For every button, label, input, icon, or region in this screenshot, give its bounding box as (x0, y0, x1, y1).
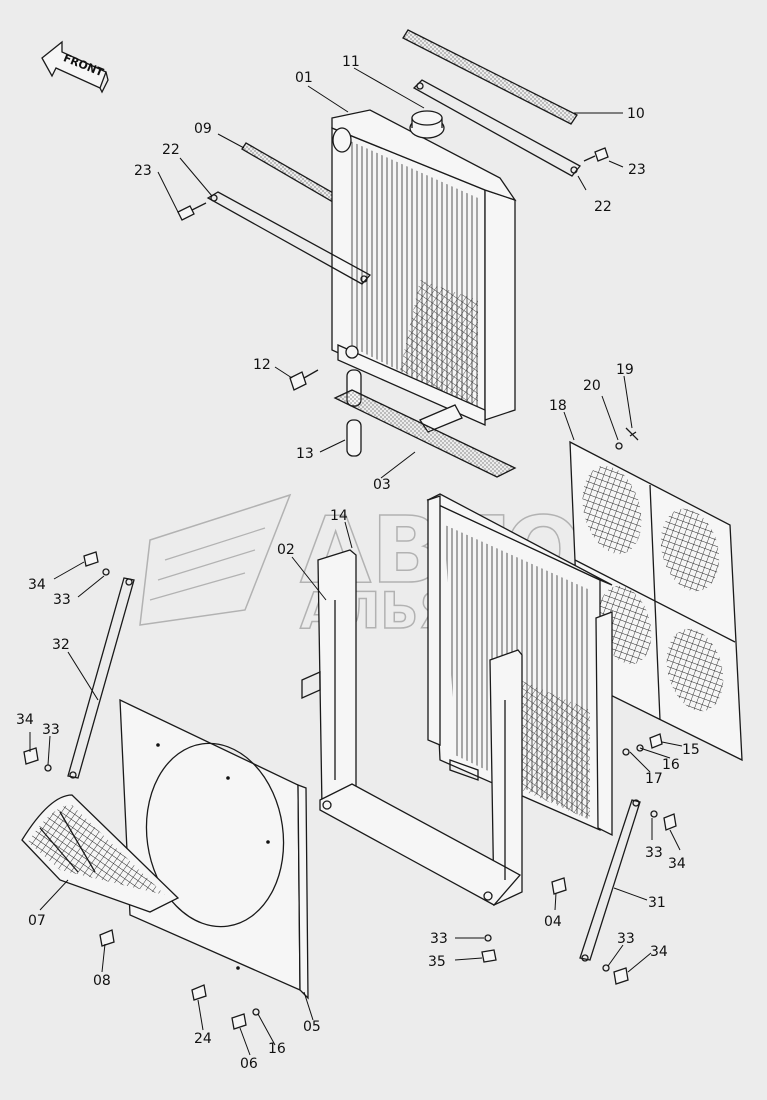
callout-11: 11 (342, 54, 360, 70)
callout-33-d: 33 (430, 931, 448, 947)
callout-33-b: 33 (42, 722, 60, 738)
part-05-fan-shroud (119, 698, 309, 1000)
callout-33-c: 33 (645, 845, 663, 861)
callout-34-d: 34 (650, 944, 668, 960)
callout-12: 12 (253, 357, 271, 373)
part-23-bolt-left (177, 202, 207, 221)
part-10-seal-strip (402, 29, 578, 125)
callout-16-b: 16 (268, 1041, 286, 1057)
callout-15: 15 (682, 742, 700, 758)
part-07-fan-guard (21, 794, 180, 913)
callout-17: 17 (645, 771, 663, 787)
callout-24: 24 (194, 1031, 212, 1047)
callout-35: 35 (428, 954, 446, 970)
callout-07: 07 (28, 913, 46, 929)
callout-31: 31 (648, 895, 666, 911)
fasteners (23, 551, 677, 1030)
part-13-hose (346, 369, 362, 457)
part-03-seal-pad (333, 389, 517, 478)
part-32-stay (67, 577, 135, 779)
callout-32: 32 (52, 637, 70, 653)
callout-labels: 01 11 10 09 22 23 23 22 12 13 03 18 20 1… (16, 54, 700, 1072)
callout-34-a: 34 (28, 577, 46, 593)
callout-14: 14 (330, 508, 348, 524)
callout-03: 03 (373, 477, 391, 493)
part-22-stay-left (206, 191, 372, 285)
callout-02: 02 (277, 542, 295, 558)
callout-05: 05 (303, 1019, 321, 1035)
part-22-stay-right (412, 79, 581, 177)
part-02-frame (301, 549, 523, 907)
leader-lines (29, 67, 683, 1056)
callout-01: 01 (295, 70, 313, 86)
callout-23-right: 23 (628, 162, 646, 178)
callout-20: 20 (583, 378, 601, 394)
part-20-washer (615, 442, 623, 450)
callout-22-left: 22 (162, 142, 180, 158)
part-19-clip (625, 427, 639, 441)
part-01-radiator (331, 109, 517, 433)
callout-08: 08 (93, 973, 111, 989)
callout-19: 19 (616, 362, 634, 378)
callout-23-left: 23 (134, 163, 152, 179)
callout-16-a: 16 (662, 757, 680, 773)
callout-33-e: 33 (617, 931, 635, 947)
part-31-stay (579, 799, 641, 962)
callout-22-right: 22 (594, 199, 612, 215)
front-direction-arrow: FRONT (41, 40, 109, 94)
callout-06: 06 (240, 1056, 258, 1072)
part-23-bolt-right (583, 147, 609, 162)
callout-33-a: 33 (53, 592, 71, 608)
callout-13: 13 (296, 446, 314, 462)
callout-10: 10 (627, 106, 645, 122)
callout-18: 18 (549, 398, 567, 414)
callout-34-c: 34 (668, 856, 686, 872)
callout-34-b: 34 (16, 712, 34, 728)
part-18-screen-panel (569, 440, 743, 762)
callout-04: 04 (544, 914, 562, 930)
callout-09: 09 (194, 121, 212, 137)
part-12-drain-cock (289, 369, 319, 391)
